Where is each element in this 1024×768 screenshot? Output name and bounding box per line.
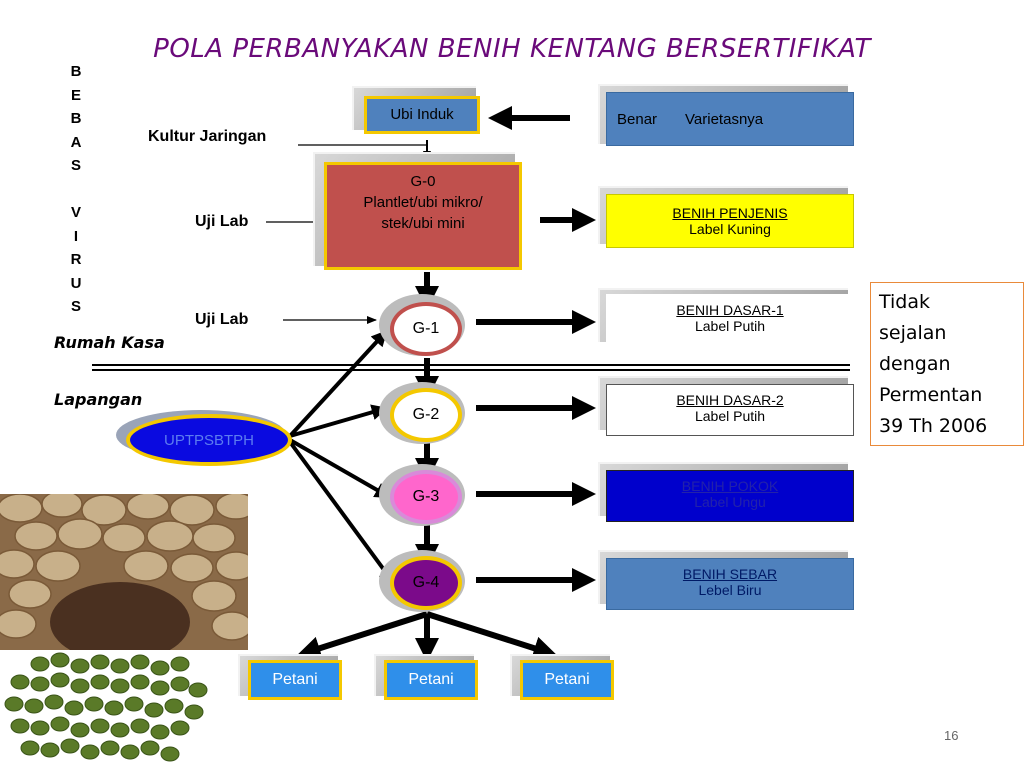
vertical-letter: S: [70, 157, 81, 174]
uji-lab-label-1: Uji Lab: [195, 213, 249, 230]
benih-dasar2-box: BENIH DASAR-2 Label Putih: [606, 384, 854, 436]
ubi-induk-box: Ubi Induk: [364, 96, 480, 134]
vertical-letter: S: [70, 298, 81, 315]
vertical-letter: B: [70, 63, 82, 80]
g0-box: G-0 Plantlet/ubi mikro/ stek/ubi mini: [324, 162, 522, 270]
benih-pokok-box: BENIH POKOK Label Ungu: [606, 470, 854, 522]
vertical-letter: B: [70, 110, 82, 127]
g0-line2: Plantlet/ubi mikro/: [363, 194, 483, 211]
benih-pokok-title: BENIH POKOK: [681, 478, 779, 494]
g0-line3: stek/ubi mini: [381, 215, 465, 232]
petani-3-box: Petani: [520, 660, 614, 700]
benih-sebar-title: BENIH SEBAR: [682, 566, 778, 582]
vertical-letter: E: [70, 86, 81, 104]
lapangan-label: Lapangan: [54, 390, 143, 409]
note-line: sejalan: [879, 322, 947, 344]
note-line: Tidak: [879, 291, 931, 313]
g4-to-petani-3-arrow: [426, 611, 558, 660]
note-box: Tidak sejalan dengan Permentan 39 Th 200…: [870, 282, 1024, 446]
g0-title: G-0: [410, 173, 436, 190]
g1-circle: G-1: [390, 302, 462, 356]
vertical-letter: R: [70, 251, 82, 268]
mungbean-illustration: [0, 650, 212, 768]
benih-penjenis-title: BENIH PENJENIS: [672, 205, 788, 221]
page-title: POLA PERBANYAKAN BENIH KENTANG BERSERTIF…: [153, 34, 871, 64]
varietas-text-b: Varietasnya: [685, 110, 764, 128]
uptpsbtph-ellipse: UPTPSBTPH: [126, 414, 292, 466]
benih-penjenis-box: BENIH PENJENIS Label Kuning: [606, 194, 854, 248]
potato-seed-illustration: [0, 494, 248, 650]
g3-circle: G-3: [390, 470, 462, 524]
note-line: 39 Th 2006: [879, 415, 988, 437]
vertical-letter: A: [70, 133, 82, 151]
uptps-to-g4-arrow: [288, 440, 395, 585]
g4-to-petani-1-arrow: [296, 611, 428, 660]
uptps-to-g1-arrow: [288, 330, 388, 438]
note-line: Permentan: [879, 384, 983, 406]
uptps-to-g3-arrow: [289, 438, 391, 498]
page-number: 16: [944, 728, 959, 743]
g4-circle: G-4: [390, 556, 462, 610]
rumah-kasa-label: Rumah Kasa: [54, 333, 165, 352]
varietas-box: Benar Varietasnya: [606, 92, 854, 146]
potato-seed-photo: [0, 494, 248, 650]
benih-pokok-label: Label Ungu: [694, 494, 766, 510]
benih-dasar1-box: BENIH DASAR-1 Label Putih: [606, 294, 854, 344]
petani-2-box: Petani: [384, 660, 478, 700]
benih-sebar-box: BENIH SEBAR Lebel Biru: [606, 558, 854, 610]
petani-1-box: Petani: [248, 660, 342, 700]
vertical-letter: V: [70, 204, 81, 221]
vertical-letter: I: [73, 227, 79, 245]
benih-dasar1-title: BENIH DASAR-1: [676, 302, 784, 318]
benih-dasar2-title: BENIH DASAR-2: [676, 392, 784, 408]
kultur-jaringan-label: Kultur Jaringan: [148, 128, 267, 145]
benih-penjenis-label: Label Kuning: [689, 221, 771, 237]
bebas-virus-label: B E B A S V I R U S: [64, 60, 88, 319]
uptps-to-g2-arrow: [289, 404, 388, 438]
uji-lab-label-2: Uji Lab: [195, 311, 249, 328]
benih-dasar2-label: Label Putih: [694, 408, 766, 424]
g2-circle: G-2: [390, 388, 462, 442]
mungbean-photo: [0, 650, 212, 768]
vertical-letter: U: [70, 274, 82, 292]
varietas-text-a: Benar: [617, 110, 658, 128]
benih-dasar1-label: Label Putih: [694, 318, 766, 334]
benih-sebar-label: Lebel Biru: [698, 582, 762, 598]
note-line: dengan: [879, 353, 951, 375]
